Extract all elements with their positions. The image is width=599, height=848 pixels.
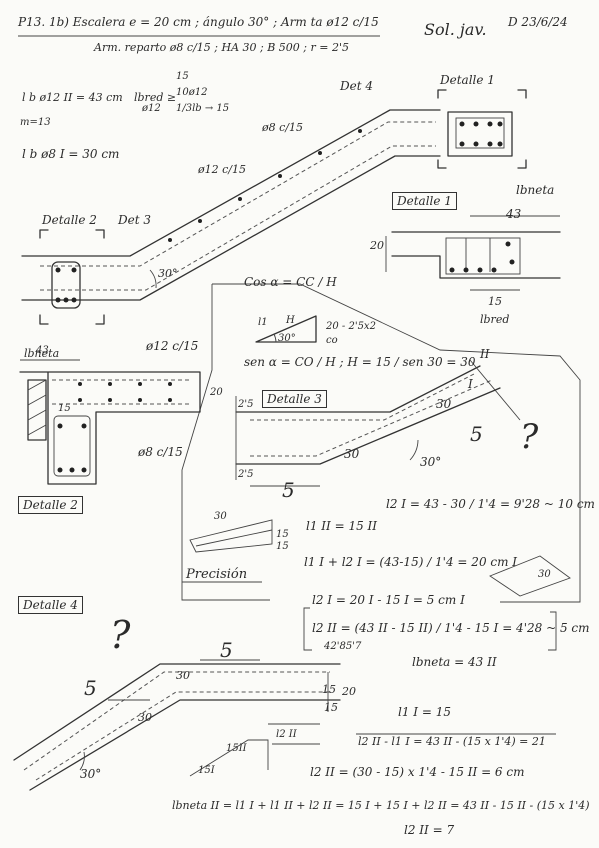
det4-angle: 30° [80, 767, 102, 781]
bar-phi12b-label: ø12 c/15 [146, 339, 199, 353]
lbneta-label-2: lbneta [24, 347, 60, 360]
det4-fifteen: 15 [322, 683, 336, 696]
question-mark-2: ? [110, 613, 131, 657]
roman-i: I [468, 377, 473, 391]
question-mark-1: ? [520, 417, 539, 457]
lbred-opt2: 10ø12 [176, 87, 208, 98]
det4-lbeq: lbneta II = l1 I + l1 II + l2 II = 15 I … [172, 799, 590, 812]
bar-phi8-label: ø8 c/15 [262, 121, 303, 134]
det4-sm15b: 15I [198, 765, 215, 776]
h-triangle: H [286, 315, 295, 326]
detail1-box-label: Detalle 1 [392, 192, 457, 210]
calc-l2I: l2 I = 43 - 30 / 1'4 = 9'28 ~ 10 cm [386, 497, 595, 511]
dim-25b: 2'5 [238, 469, 254, 480]
sen-formula: sen α = CO / H ; H = 15 / sen 30 = 30 [244, 355, 476, 369]
det3-thirty: 30 [344, 447, 360, 461]
det4-l1I: l1 I = 15 [398, 705, 451, 719]
lb-phi12: l b ø12 II = 43 cm [22, 91, 123, 104]
det1-label: Detalle 1 [440, 73, 495, 87]
lbred-opt1: 15 [176, 71, 189, 82]
dim-15b: 15 [58, 403, 71, 414]
det2-label: Detalle 2 [42, 213, 97, 227]
angle-det3: 30° [420, 455, 442, 469]
det3-five2: 5 [470, 422, 483, 446]
det4-dim15: 15 [324, 701, 338, 714]
detail1-top-section [447, 111, 513, 157]
date-label: D 23/6/24 [508, 15, 568, 29]
detail3-large [235, 359, 521, 487]
solution-author: Sol. jav. [424, 20, 487, 39]
angle-main: 30° [158, 267, 178, 280]
roman-ii: II [480, 347, 490, 361]
detail2-small-section [51, 261, 81, 309]
l1-triangle: l1 [258, 317, 268, 328]
lbneta-value-1: 43 [506, 207, 522, 221]
det4-thirty: 30 [176, 669, 190, 682]
calc-sum: l1 I + l2 I = (43-15) / 1'4 = 20 cm I [304, 555, 518, 569]
calc-l2I-b: l2 I = 20 I - 15 I = 5 cm I [312, 593, 465, 607]
det3-thirty2: 30 [436, 397, 452, 411]
det4-l2II-b: l2 II = (30 - 15) x 1'4 - 15 II = 6 cm [310, 765, 525, 779]
det3-label: Det 3 [118, 213, 151, 227]
bar-phi12-label: ø12 c/15 [198, 163, 246, 176]
det4-dim20: 20 [342, 685, 356, 698]
dim-15: 15 [488, 295, 502, 308]
detail3-box-label: Detalle 3 [262, 390, 327, 408]
det4-label: Det 4 [340, 79, 373, 93]
detail2-box-label: Detalle 2 [18, 496, 83, 514]
trig-triangle [255, 315, 317, 343]
lbred-opt3: 1/3lb → 15 [176, 103, 230, 114]
lbneta-label-1: lbneta [516, 183, 555, 197]
m13-label: m=13 [20, 117, 51, 128]
precision-sketch [182, 519, 273, 583]
cos-formula: Cos α = CC / H [244, 275, 337, 289]
detail4-box-label: Detalle 4 [18, 596, 83, 614]
dim-20b: 20 [210, 387, 223, 398]
sm-dim-15b: 15 [276, 541, 289, 552]
header-line2: Arm. reparto ø8 c/15 ; HA 30 ; B 500 ; r… [94, 41, 349, 54]
bar-phi8b-label: ø8 c/15 [138, 445, 183, 459]
dim-25a: 2'5 [238, 399, 254, 410]
lbred-sub: ø12 [142, 103, 161, 114]
det4-thirty-b: 30 [138, 711, 152, 724]
dim-20: 20 [370, 239, 384, 252]
det4-five-b: 5 [84, 676, 97, 700]
lb-phi8: l b ø8 I = 30 cm [22, 147, 120, 161]
detail1-large [385, 215, 561, 291]
lbneta-value-2: 43 [36, 345, 49, 356]
co-formula: 20 - 2'5x2 [326, 321, 376, 332]
detail2-large [19, 359, 201, 485]
co-sub: co [326, 335, 338, 346]
lbred-label: lbred ≥ [134, 91, 177, 104]
lbneta-43: lbneta = 43 II [412, 655, 497, 669]
det4-l2II-label: l2 II [276, 729, 297, 740]
stair-main-diagram [21, 89, 527, 325]
detail4-diagram [13, 659, 341, 791]
precision-label: Precisión [186, 567, 248, 582]
calc-l1II: l1 II = 15 II [306, 519, 378, 533]
sm-dim-30: 30 [214, 511, 227, 522]
det4-l2II7: l2 II = 7 [404, 823, 455, 837]
calc-l2II: l2 II = (43 II - 15 II) / 1'4 - 15 I = 4… [312, 621, 590, 635]
calc-note: 42'85'7 [324, 641, 362, 652]
angle-triangle: 30° [278, 333, 296, 344]
det4-five: 5 [220, 638, 233, 662]
det3-five: 5 [282, 478, 295, 502]
sm-dim-15: 15 [276, 529, 289, 540]
header-line1: P13. 1b) Escalera e = 20 cm ; ángulo 30°… [18, 15, 379, 29]
lbred-label-2: lbred [480, 313, 510, 326]
det4-sm15: 15II [226, 743, 247, 754]
calc-tri-small: 30 [538, 569, 551, 580]
det4-l2II-eq: l2 II - l1 I = 43 II - (15 x 1'4) = 21 [358, 735, 546, 748]
